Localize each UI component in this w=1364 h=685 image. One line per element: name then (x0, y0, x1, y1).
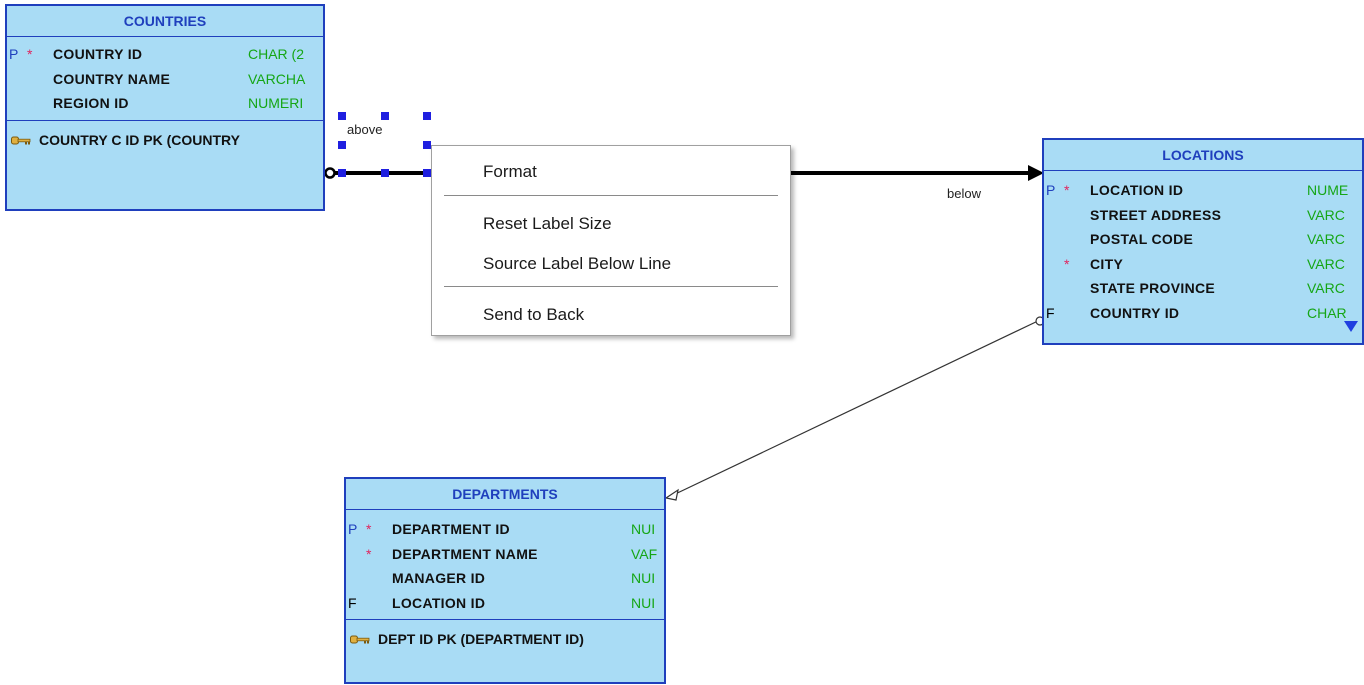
column-row[interactable]: POSTAL CODE VARC (1044, 227, 1362, 252)
primary-key-marker: P (9, 46, 19, 62)
column-row[interactable]: F LOCATION ID NUI (346, 591, 664, 616)
column-name: COUNTRY ID (1090, 304, 1180, 321)
entity-locations[interactable]: LOCATIONS P * LOCATION ID NUME STREET AD… (1042, 138, 1364, 345)
column-name: LOCATION ID (392, 594, 486, 611)
column-name: COUNTRY ID (53, 46, 143, 62)
column-row[interactable]: P * DEPARTMENT ID NUI (346, 517, 664, 542)
column-row[interactable]: STATE PROVINCE VARC (1044, 276, 1362, 301)
selection-handle[interactable] (423, 141, 431, 149)
column-name: MANAGER ID (392, 570, 486, 586)
relationship-arrowhead-open (664, 488, 679, 501)
column-name: DEPARTMENT NAME (392, 545, 538, 562)
column-name: POSTAL CODE (1090, 231, 1194, 247)
foreign-key-marker: F (348, 594, 357, 611)
selection-handle[interactable] (338, 112, 346, 120)
column-row[interactable]: REGION ID NUMERI (7, 91, 323, 116)
column-name: STREET ADDRESS (1090, 206, 1222, 223)
column-type: NUI (631, 570, 656, 586)
mandatory-marker: * (1064, 182, 1070, 198)
column-type: VARC (1307, 280, 1345, 296)
primary-key-marker: P (348, 521, 358, 537)
mandatory-marker: * (27, 46, 33, 62)
entity-title: DEPARTMENTS (346, 479, 664, 510)
menu-item-source-label-below-line[interactable]: Source Label Below Line (483, 254, 672, 273)
mandatory-marker: * (366, 545, 372, 562)
pk-constraint-label: COUNTRY C ID PK (COUNTRY (39, 131, 240, 148)
relationship-arrowhead (1028, 165, 1044, 181)
target-label[interactable]: below (947, 186, 981, 201)
menu-item-send-to-back[interactable]: Send to Back (483, 305, 585, 324)
column-name: LOCATION ID (1090, 182, 1184, 198)
column-row[interactable]: COUNTRY NAME VARCHA (7, 67, 323, 92)
menu-item-format[interactable]: Format (483, 162, 537, 181)
column-type: VAF (631, 545, 658, 562)
column-type: NUME (1307, 182, 1349, 198)
pk-constraint-label: DEPT ID PK (DEPARTMENT ID) (378, 631, 584, 647)
selection-handle[interactable] (338, 141, 346, 149)
entity-countries[interactable]: COUNTRIES P * COUNTRY ID CHAR (2 COUNTRY… (5, 4, 325, 211)
entity-divider (346, 619, 664, 620)
column-row[interactable]: P * LOCATION ID NUME (1044, 178, 1362, 203)
entity-title: COUNTRIES (7, 6, 323, 37)
entity-title: LOCATIONS (1044, 140, 1362, 171)
column-type: NUI (631, 521, 656, 537)
column-name: CITY (1090, 255, 1124, 272)
column-type: VARC (1307, 255, 1345, 272)
menu-separator (444, 195, 778, 196)
column-type: NUMERI (248, 95, 304, 111)
primary-key-marker: P (1046, 182, 1056, 198)
relationship-optional-circle (324, 167, 336, 179)
relationship-line-locations-departments[interactable] (668, 319, 1041, 498)
column-type: CHAR (1307, 304, 1347, 321)
column-row[interactable]: F COUNTRY ID CHAR (1044, 301, 1362, 326)
column-row[interactable]: * DEPARTMENT NAME VAF (346, 542, 664, 567)
source-label[interactable]: above (347, 122, 383, 137)
mandatory-marker: * (1064, 255, 1070, 272)
selection-handle[interactable] (338, 169, 346, 177)
column-row[interactable]: MANAGER ID NUI (346, 566, 664, 591)
selection-handle[interactable] (381, 112, 389, 120)
entity-divider (7, 119, 323, 121)
column-name: REGION ID (53, 95, 129, 111)
column-row[interactable]: STREET ADDRESS VARC (1044, 203, 1362, 228)
selection-handle[interactable] (423, 112, 431, 120)
menu-separator (444, 286, 778, 287)
key-icon (11, 136, 31, 144)
column-name: COUNTRY NAME (53, 70, 171, 87)
context-menu: Format Reset Label Size Source Label Bel… (431, 145, 791, 336)
pk-constraint-row[interactable]: COUNTRY C ID PK (COUNTRY (7, 127, 323, 153)
column-row[interactable]: P * COUNTRY ID CHAR (2 (7, 42, 323, 67)
column-type: CHAR (2 (248, 46, 305, 62)
foreign-key-marker: F (1046, 304, 1055, 321)
entity-departments[interactable]: DEPARTMENTS P * DEPARTMENT ID NUI * DEPA… (344, 477, 666, 684)
mandatory-marker: * (366, 521, 372, 537)
column-name: DEPARTMENT ID (392, 521, 510, 537)
key-icon (350, 635, 370, 644)
column-name: STATE PROVINCE (1090, 280, 1216, 296)
menu-item-reset-label-size[interactable]: Reset Label Size (483, 214, 612, 233)
column-type: VARC (1307, 231, 1345, 247)
column-type: NUI (631, 594, 656, 611)
selection-handle[interactable] (381, 169, 389, 177)
column-type: VARCHA (248, 70, 306, 87)
triangle-down-icon[interactable] (1344, 321, 1358, 333)
column-row[interactable]: * CITY VARC (1044, 252, 1362, 277)
selection-handle[interactable] (423, 169, 431, 177)
column-type: VARC (1307, 206, 1345, 223)
pk-constraint-row[interactable]: DEPT ID PK (DEPARTMENT ID) (346, 626, 664, 652)
